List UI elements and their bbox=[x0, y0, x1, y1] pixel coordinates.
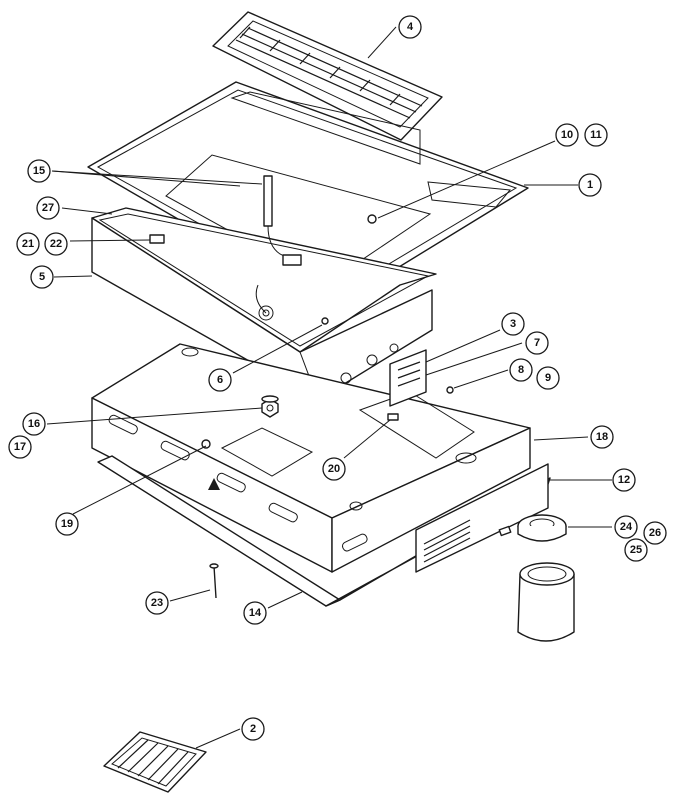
svg-text:20: 20 bbox=[328, 463, 340, 475]
callout-12: 12 bbox=[612, 468, 636, 492]
leader-lines bbox=[46, 26, 612, 749]
svg-text:16: 16 bbox=[28, 418, 40, 430]
svg-text:7: 7 bbox=[534, 337, 540, 349]
callout-22: 22 bbox=[44, 232, 68, 256]
callout-21: 21 bbox=[16, 232, 40, 256]
svg-text:25: 25 bbox=[630, 544, 642, 556]
svg-text:21: 21 bbox=[22, 238, 34, 250]
callout-19: 19 bbox=[55, 512, 79, 536]
svg-text:18: 18 bbox=[596, 431, 608, 443]
svg-text:2: 2 bbox=[250, 723, 256, 735]
svg-text:1: 1 bbox=[587, 179, 593, 191]
svg-text:22: 22 bbox=[50, 238, 62, 250]
callout-14: 14 bbox=[243, 601, 267, 625]
svg-text:26: 26 bbox=[649, 527, 661, 539]
svg-text:14: 14 bbox=[249, 607, 262, 619]
svg-text:15: 15 bbox=[33, 165, 45, 177]
base-housing bbox=[91, 343, 531, 573]
svg-text:3: 3 bbox=[510, 318, 516, 330]
callout-11: 11 bbox=[584, 123, 608, 147]
callout-16: 16 bbox=[22, 412, 46, 436]
callout-5: 5 bbox=[30, 265, 54, 289]
svg-text:6: 6 bbox=[217, 374, 223, 386]
top-grille bbox=[212, 11, 443, 141]
callout-9: 9 bbox=[536, 366, 560, 390]
svg-text:12: 12 bbox=[618, 474, 630, 486]
callout-20: 20 bbox=[322, 457, 346, 481]
callout-15: 15 bbox=[27, 159, 51, 183]
fasteners bbox=[201, 214, 512, 537]
callout-8: 8 bbox=[509, 358, 533, 382]
svg-text:27: 27 bbox=[42, 202, 54, 214]
bracket bbox=[149, 234, 165, 244]
svg-text:17: 17 bbox=[14, 441, 26, 453]
callout-1: 1 bbox=[578, 173, 602, 197]
svg-text:23: 23 bbox=[151, 597, 163, 609]
callout-2: 2 bbox=[241, 717, 265, 741]
screw bbox=[209, 563, 219, 599]
callout-7: 7 bbox=[525, 331, 549, 355]
callout-18: 18 bbox=[590, 425, 614, 449]
igniter-probe bbox=[255, 175, 302, 314]
svg-text:4: 4 bbox=[407, 21, 414, 33]
callout-26: 26 bbox=[643, 521, 667, 545]
svg-text:5: 5 bbox=[39, 271, 45, 283]
callout-6: 6 bbox=[208, 368, 232, 392]
svg-text:9: 9 bbox=[545, 372, 551, 384]
svg-text:10: 10 bbox=[561, 129, 573, 141]
small-grate bbox=[103, 731, 207, 793]
svg-text:11: 11 bbox=[590, 129, 602, 141]
callouts: 4 10 11 1 15 27 21 22 5 3 7 8 9 6 16 17 … bbox=[8, 15, 667, 741]
callout-27: 27 bbox=[36, 196, 60, 220]
callout-25: 25 bbox=[624, 538, 648, 562]
callout-17: 17 bbox=[8, 435, 32, 459]
svg-text:24: 24 bbox=[620, 521, 633, 533]
callout-3: 3 bbox=[501, 312, 525, 336]
vent-panel bbox=[415, 463, 549, 573]
callout-10: 10 bbox=[555, 123, 579, 147]
callout-4: 4 bbox=[398, 15, 422, 39]
grease-jar bbox=[517, 514, 575, 642]
svg-text:19: 19 bbox=[61, 518, 73, 530]
callout-23: 23 bbox=[145, 591, 169, 615]
callout-24: 24 bbox=[614, 515, 638, 539]
svg-text:8: 8 bbox=[518, 364, 524, 376]
